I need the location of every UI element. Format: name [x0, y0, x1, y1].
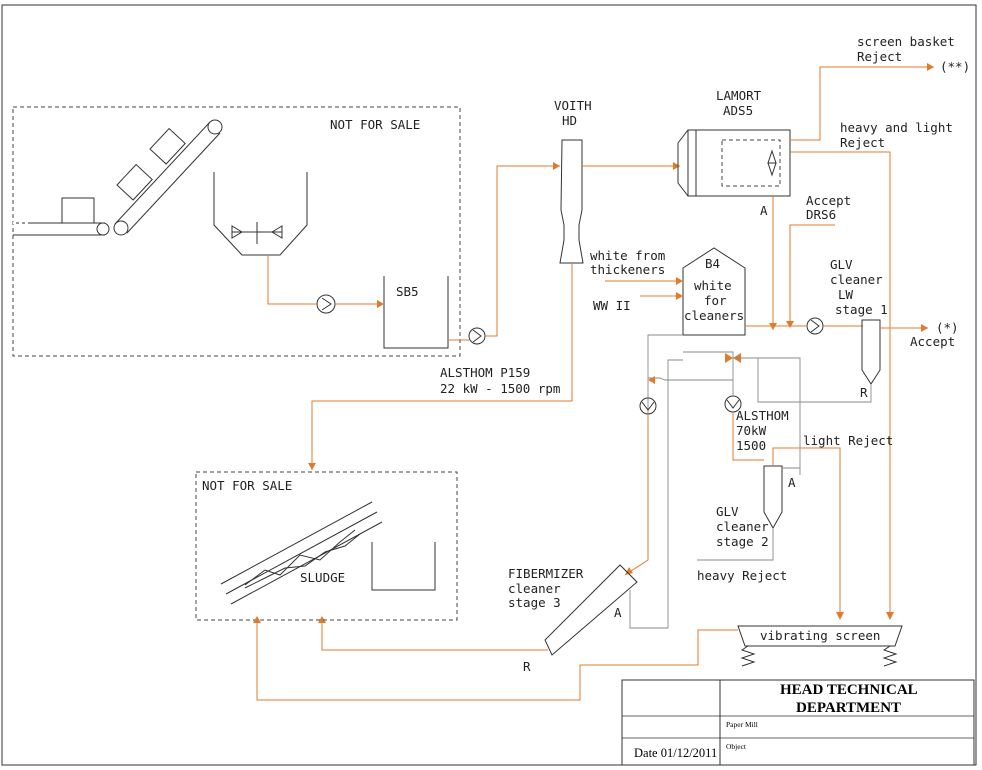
pulper	[213, 172, 308, 256]
glv1-label-2: cleaner	[830, 272, 883, 287]
heavy-light-label-2: Reject	[840, 135, 885, 150]
alsthom-p159-label-2: 22 kW - 1500 rpm	[440, 381, 560, 396]
fibermizer-cleaner-stage-3: FIBERMIZER cleaner stage 3 A R	[508, 564, 638, 674]
white-thickeners-label-2: thickeners	[590, 262, 665, 277]
heavy-reject-label: heavy Reject	[697, 568, 787, 583]
glv-cleaner-stage-1: GLV cleaner LW stage 1 R	[830, 257, 888, 400]
bale-box	[61, 197, 95, 224]
alsthom-p159-pump	[468, 327, 486, 345]
b4-label-4: cleaners	[684, 308, 744, 323]
sludge-label: SLUDGE	[300, 570, 345, 585]
sludge-container	[371, 542, 436, 591]
zone-2-boundary	[195, 471, 458, 621]
glv1-reject-tag: R	[860, 385, 868, 400]
glv1-label-4: stage 1	[835, 302, 888, 317]
glv-cleaner-stage-2: GLV cleaner stage 2 A	[716, 465, 796, 549]
date-label: Date 01/12/2011	[634, 746, 717, 760]
lamort-label-2: ADS5	[723, 103, 753, 118]
title-block: HEAD TECHNICAL DEPARTMENT Paper Mill Obj…	[621, 679, 975, 766]
sb5-tank: SB5	[383, 276, 449, 349]
glv1-label-3: LW	[838, 287, 854, 302]
b4-white-water-tank: B4 white for cleaners	[682, 247, 746, 336]
zone-2-label: NOT FOR SALE	[202, 478, 292, 493]
ww2-label: WW II	[593, 298, 631, 313]
glv2-label-2: cleaner	[716, 519, 769, 534]
zone-1-boundary	[12, 106, 461, 357]
object-label: Object	[726, 742, 747, 751]
lamort-label-1: LAMORT	[716, 88, 762, 103]
white-thickeners-label-1: white from	[590, 248, 665, 263]
bale-conveyor	[13, 197, 110, 236]
inclined-conveyor	[113, 119, 223, 236]
lamort-accept-tag: A	[760, 203, 768, 218]
light-reject-label: light Reject	[803, 433, 893, 448]
screen-basket-ref: (**)	[940, 59, 970, 74]
drawing-border	[1, 4, 977, 766]
screen-basket-label-1: screen basket	[857, 34, 955, 49]
pulper-pump	[316, 294, 336, 314]
voith-label-2: HD	[562, 113, 577, 128]
voith-hd-cleaner: VOITH HD	[554, 98, 592, 264]
fibermizer-accept-tag: A	[614, 605, 622, 620]
heavy-light-label-1: heavy and light	[840, 120, 953, 135]
vibrating-screen-label: vibrating screen	[760, 628, 880, 643]
title-line-2: DEPARTMENT	[796, 700, 901, 716]
b4-label-1: B4	[705, 256, 720, 271]
b4-label-2: white	[694, 278, 732, 293]
glv2-label-1: GLV	[716, 504, 739, 519]
paper-mill-label: Paper Mill	[726, 720, 758, 729]
b4-label-3: for	[704, 293, 727, 308]
glv2-accept-tag: A	[788, 475, 796, 490]
fibermizer-label-2: cleaner	[508, 581, 561, 596]
alsthom70-label-1: ALSTHOM	[736, 408, 789, 423]
accept-drs6-label-1: Accept	[806, 193, 851, 208]
alsthom70-label-3: 1500	[736, 438, 766, 453]
vibrating-screen: vibrating screen	[737, 625, 903, 667]
stage1-pump	[806, 317, 824, 335]
fibermizer-reject-tag: R	[523, 659, 531, 674]
glv2-label-3: stage 2	[716, 534, 769, 549]
zone-1-label: NOT FOR SALE	[330, 117, 420, 132]
title-line-1: HEAD TECHNICAL	[780, 682, 918, 698]
accept-out-label: Accept	[910, 334, 955, 349]
fibermizer-label-3: stage 3	[508, 595, 561, 610]
fibermizer-label-1: FIBERMIZER	[508, 566, 584, 581]
alsthom-p159-label-1: ALSTHOM P159	[440, 365, 530, 380]
accept-out-ref: (*)	[936, 320, 959, 335]
voith-label-1: VOITH	[554, 98, 592, 113]
alsthom70-label-2: 70kW	[736, 423, 767, 438]
glv1-label-1: GLV	[830, 257, 853, 272]
sb5-label: SB5	[396, 284, 419, 299]
screen-basket-label-2: Reject	[857, 49, 902, 64]
accept-drs6-label-2: DRS6	[806, 207, 836, 222]
sludge-screw-press: SLUDGE	[220, 501, 383, 605]
lamort-ads5-screen: LAMORT ADS5 A	[677, 88, 791, 218]
